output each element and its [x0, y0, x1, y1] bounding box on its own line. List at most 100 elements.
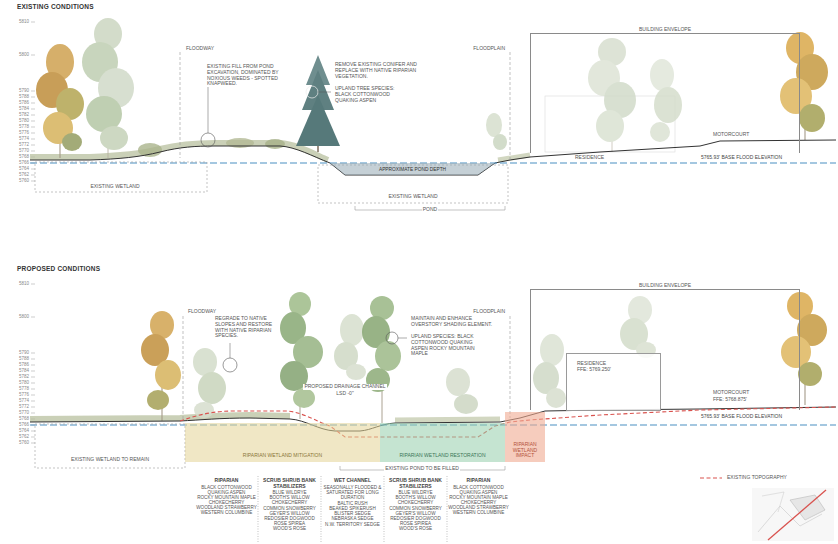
grass — [265, 139, 285, 149]
elevation-tick: 5764 — [19, 166, 29, 171]
callout-marker — [201, 133, 215, 147]
plant-name: BLISTER SEDGE — [321, 511, 384, 516]
autumn-tree — [141, 311, 181, 421]
zone-label: RIPARIAN WETLAND MITIGATION — [243, 453, 322, 459]
elevation-tick: 5762 — [19, 172, 29, 177]
callout-note: EXISTING FILL FROM POND EXCAVATION, DOMI… — [206, 64, 300, 87]
elevation-tick: 5774 — [19, 136, 29, 141]
wetland-zone: RIPARIAN WETLAND MITIGATION — [185, 423, 380, 462]
elevation-tick: 5774 — [19, 398, 29, 403]
area-label: EXISTING POND TO BE FILLED — [384, 466, 460, 472]
residence-box: RESIDENCEFFE: 5769.250' — [566, 353, 661, 411]
callout-note: PROPOSED DRAINAGE CHANNEL — [303, 384, 386, 390]
plant-name: WOODLAND STRAWBERRY — [195, 505, 258, 510]
elevation-tick: 5786 — [19, 362, 29, 367]
legend-text: EXISTING TOPOGRAPHY — [726, 475, 788, 481]
area-label: POND — [422, 207, 438, 213]
callout-note: REMOVE EXISTING CONIFER AND REPLACE WITH… — [334, 62, 428, 79]
zone-boundaries — [35, 52, 510, 210]
pale-tree — [540, 334, 564, 366]
zone-boundaries — [35, 162, 207, 192]
elevation-label: 5765.93' BASE FLOOD ELEVATION — [700, 155, 783, 161]
plant-name: N.W. TERRITORY SEDGE — [321, 522, 384, 527]
plant-name: REDOSIER DOGWOOD — [258, 516, 321, 521]
callout-marker — [208, 85, 209, 133]
plant-name: COMMON SNOWBERRY — [384, 506, 447, 511]
plant-name: BOOTH'S WILLOW — [258, 495, 321, 500]
elevation-tick: 5784 — [19, 368, 29, 373]
pale-tree — [346, 364, 366, 380]
elevation-tick: 5780 — [19, 380, 29, 385]
plant-name: WESTERN COLUMBINE — [195, 510, 258, 515]
pale-tree — [82, 18, 134, 158]
plant-name: QUAKING ASPEN — [195, 490, 258, 495]
elevation-tick: 5780 — [19, 118, 29, 123]
pale-tree — [198, 372, 226, 404]
pale-tree — [546, 388, 566, 408]
zone-boundaries — [180, 52, 181, 158]
pale-tree — [334, 314, 366, 380]
callout-marker — [223, 358, 237, 372]
elevation-tick: 5810 — [19, 19, 29, 24]
area-label: EXISTING WETLAND — [89, 184, 140, 190]
elevation-tick: 5778 — [19, 124, 29, 129]
zone-label: FLOODPLAIN — [472, 309, 506, 315]
zone-label: FLOODPLAIN — [472, 46, 506, 52]
autumn-tree — [780, 32, 828, 140]
plant-name: ROCKY MOUNTAIN MAPLE — [195, 495, 258, 500]
list-heading: SCRUB SHRUB BANK STABILIZERS — [258, 478, 321, 489]
plant-name: BLUE WILDRYE — [258, 490, 321, 495]
area-label: MOTORCOURT — [712, 390, 750, 396]
zone-boundaries — [510, 316, 511, 418]
pale-tree — [193, 348, 226, 418]
elevation-tick: 5788 — [19, 356, 29, 361]
callout-marker — [318, 92, 331, 93]
plant-name: NEBRASKA SEDGE — [321, 516, 384, 521]
plant-name: BEAKED SPIKERUSH — [321, 506, 384, 511]
wetland-zone: RIPARIAN WETLAND RESTORATION — [380, 423, 505, 462]
autumn-tree — [147, 390, 169, 410]
elevation-tick: 5768 — [19, 416, 29, 421]
elevation-tick: 5776 — [19, 130, 29, 135]
elevation-tick: 5776 — [19, 392, 29, 397]
riparian-tree — [280, 292, 323, 419]
elevation-tick: 5772 — [19, 142, 29, 147]
autumn-tree — [155, 360, 181, 390]
list-heading: WET CHANNEL — [321, 478, 384, 484]
ground-line — [30, 140, 836, 175]
pale-tree — [340, 314, 364, 346]
autumn-tree — [781, 292, 827, 405]
callout-note: LSD -0" — [335, 391, 354, 397]
elevation-tick: 5766 — [19, 160, 29, 165]
envelope-label: BUILDING ENVELOPE — [638, 282, 692, 288]
key-map — [762, 492, 784, 512]
area-label: FFE: 5768.875' — [712, 397, 748, 403]
column-separators — [258, 476, 447, 543]
zone-label: RIPARIAN WETLAND IMPACT — [507, 442, 543, 459]
elevation-tick: 5764 — [19, 428, 29, 433]
building-envelope: BUILDING ENVELOPE — [530, 33, 800, 153]
elevation-tick: 5790 — [19, 350, 29, 355]
envelope-label: BUILDING ENVELOPE — [638, 26, 692, 32]
legend-line — [700, 477, 722, 478]
callout-marker — [230, 343, 231, 358]
elevation-tick: 5790 — [19, 88, 29, 93]
elevation-tick: 5766 — [19, 422, 29, 427]
plant-name: CHOKECHERRY — [384, 500, 447, 505]
plant-name: CHOKECHERRY — [195, 500, 258, 505]
section-title: PROPOSED CONDITIONS — [16, 265, 101, 272]
plant-name: BALTIC RUSH — [321, 501, 384, 506]
plant-list: SCRUB SHRUB BANK STABILIZERSBLUE WILDRYE… — [384, 478, 447, 531]
zone-boundaries — [510, 52, 511, 160]
area-label: EXISTING WETLAND — [387, 194, 438, 200]
plant-name: WOOD'S ROSE — [258, 526, 321, 531]
elevation-tick: 5782 — [19, 112, 29, 117]
zone-label: FLOODWAY — [187, 309, 217, 315]
pale-tree — [194, 402, 214, 418]
plant-name: QUAKING ASPEN — [447, 490, 510, 495]
autumn-tree — [798, 362, 822, 386]
pond-area: APPROXIMATE POND DEPTH — [330, 163, 495, 176]
pond-shape — [330, 163, 495, 175]
callout-marker — [306, 86, 318, 98]
